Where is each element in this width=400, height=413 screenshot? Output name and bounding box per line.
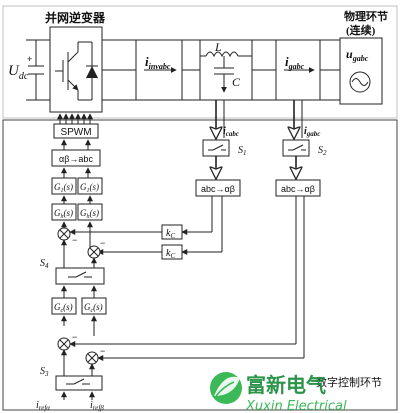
leaf-logo-icon	[210, 372, 242, 404]
g-block-row2-alpha: Gh(s)	[51, 203, 77, 221]
g-block-row3-beta: Gc(s)	[81, 297, 107, 315]
inverter-current-block: iinvabc	[135, 39, 183, 101]
sum-junction-a1	[57, 227, 71, 241]
g-block-row1-alpha: G1(s)	[51, 177, 77, 195]
abc-to-ab-block-1: abc→αβ	[195, 179, 241, 197]
s3-label: S3	[40, 366, 49, 378]
inverter-block	[49, 26, 103, 124]
svg-text:Gc(s): Gc(s)	[54, 302, 73, 314]
kc-gain-1: kC	[69, 224, 183, 240]
sum-junction-b1	[57, 337, 71, 351]
svg-text:Gh(s): Gh(s)	[54, 208, 73, 220]
iref-alpha-label: irefα	[36, 400, 50, 412]
igabc-label: igabc	[304, 126, 320, 138]
sampler-s2: S2	[282, 139, 327, 178]
iref-beta-label: irefβ	[90, 400, 104, 412]
svg-text:−: −	[100, 346, 105, 356]
sampler-s3: S3	[40, 366, 103, 391]
control-frame	[2, 119, 398, 411]
svg-text:αβ→abc: αβ→abc	[59, 154, 93, 164]
watermark: 富新电气 Xuxin Electrical	[210, 372, 347, 413]
s2-label: S2	[318, 145, 327, 157]
grid-source-block: ugabc	[339, 37, 383, 105]
s1-label: S1	[238, 145, 247, 157]
svg-text:Gc(s): Gc(s)	[84, 302, 103, 314]
physical-title-line1: 物理环节	[344, 9, 388, 23]
svg-text:Gh(s): Gh(s)	[80, 208, 99, 220]
ab-to-abc-block: αβ→abc	[51, 149, 101, 167]
power-stage: Udc + 并网逆变器	[2, 5, 398, 124]
g-block-row2-beta: Gh(s)	[77, 203, 103, 221]
svg-text:kC: kC	[166, 228, 175, 240]
svg-text:−: −	[100, 238, 105, 248]
sine-icon	[351, 78, 369, 86]
udc-label: Udc	[8, 63, 29, 82]
s4-label: S4	[40, 258, 49, 270]
gate-signal-arrows	[57, 113, 93, 124]
inverter-title: 并网逆变器	[45, 10, 106, 25]
capacitor-feedback-path	[181, 196, 223, 255]
svg-text:abc→αβ: abc→αβ	[281, 184, 315, 194]
svg-text:+: +	[27, 54, 32, 64]
ac-source-icon	[349, 71, 371, 93]
kc-gain-2: kC	[97, 244, 183, 260]
power-stage-frame	[2, 5, 398, 119]
feedback-lines: icabc igabc	[216, 100, 320, 138]
icabc-label: icabc	[223, 126, 239, 138]
sampler-s4: S4	[40, 258, 105, 285]
svg-text:G1(s): G1(s)	[54, 182, 73, 194]
lc-filter-block: L C	[199, 39, 253, 101]
digital-control-label: 数字控制环节	[316, 375, 382, 389]
inductor-symbol	[205, 51, 239, 58]
physical-title-line2: (连续)	[346, 23, 376, 37]
g-block-row1-beta: G1(s)	[77, 177, 103, 195]
inductor-label: L	[214, 40, 222, 54]
grid-current-block: igabc	[275, 39, 321, 101]
svg-text:−: −	[72, 235, 77, 245]
spwm-block: SPWM	[53, 123, 99, 139]
svg-text:kC: kC	[166, 248, 175, 260]
brand-en: Xuxin Electrical	[245, 399, 347, 413]
svg-text:SPWM: SPWM	[60, 127, 91, 138]
grid-voltage-label: ugabc	[346, 47, 369, 63]
brand-cn: 富新电气	[246, 373, 326, 397]
abc-to-ab-block-2: abc→αβ	[275, 179, 321, 197]
g-block-row3-alpha: Gc(s)	[51, 297, 77, 315]
svg-text:−: −	[72, 332, 77, 342]
grid-current-label: igabc	[285, 54, 305, 71]
svg-text:G1(s): G1(s)	[80, 182, 99, 194]
sampler-s1: S1	[202, 139, 247, 178]
inv-current-label: iinvabc	[145, 54, 171, 71]
svg-text:abc→αβ: abc→αβ	[201, 184, 235, 194]
grid-current-feedback-path	[69, 196, 305, 361]
capacitor-label: C	[232, 75, 241, 89]
sum-junction-b2	[85, 351, 99, 365]
sum-junction-a2	[87, 245, 101, 259]
dc-capacitor: +	[26, 39, 48, 101]
